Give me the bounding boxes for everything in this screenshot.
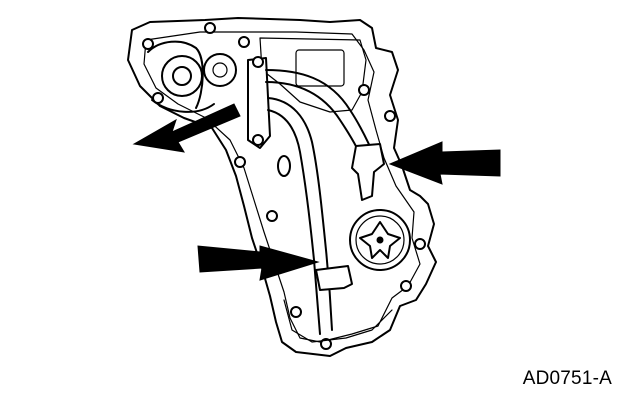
crank-center xyxy=(376,236,384,244)
upper-right-clamp xyxy=(351,143,385,201)
crank-pulley-ring xyxy=(355,215,405,265)
bolt xyxy=(152,92,164,104)
bolt xyxy=(290,306,302,318)
tube-upper xyxy=(265,69,377,161)
bolt xyxy=(414,238,426,250)
idler-hub xyxy=(212,62,228,78)
bolt xyxy=(358,84,370,96)
upper-sprocket xyxy=(161,55,203,97)
cover-inner-flange xyxy=(143,31,421,343)
figure-code: AD0751-A xyxy=(522,368,612,389)
crank-pulley-outer xyxy=(349,209,411,271)
bracket-bolt-bottom xyxy=(252,134,264,146)
tube-bracket xyxy=(247,57,271,149)
bolt xyxy=(234,156,246,168)
bolt xyxy=(400,280,412,292)
bolt xyxy=(204,22,216,34)
lower-clamp xyxy=(315,265,353,291)
lower-pan-rail xyxy=(283,299,393,343)
bolt xyxy=(384,110,396,122)
tube-upper-b xyxy=(265,81,365,165)
arrow-icon xyxy=(197,245,320,281)
bracket-window xyxy=(295,49,345,87)
upper-sprocket-hub xyxy=(172,66,192,86)
arrow-icon xyxy=(132,103,241,153)
cover-bolts xyxy=(142,22,426,350)
arrow-icon xyxy=(388,141,501,185)
bracket-bolt-top xyxy=(252,56,264,68)
bolt xyxy=(320,338,332,350)
bolt xyxy=(238,36,250,48)
cover-outline xyxy=(127,17,437,357)
bracket-plate xyxy=(259,37,367,113)
bolt xyxy=(266,210,278,222)
tube-middle-b xyxy=(267,109,321,335)
bolt xyxy=(142,38,154,50)
pipe-fitting xyxy=(277,155,291,177)
idler-pulley xyxy=(203,53,237,87)
